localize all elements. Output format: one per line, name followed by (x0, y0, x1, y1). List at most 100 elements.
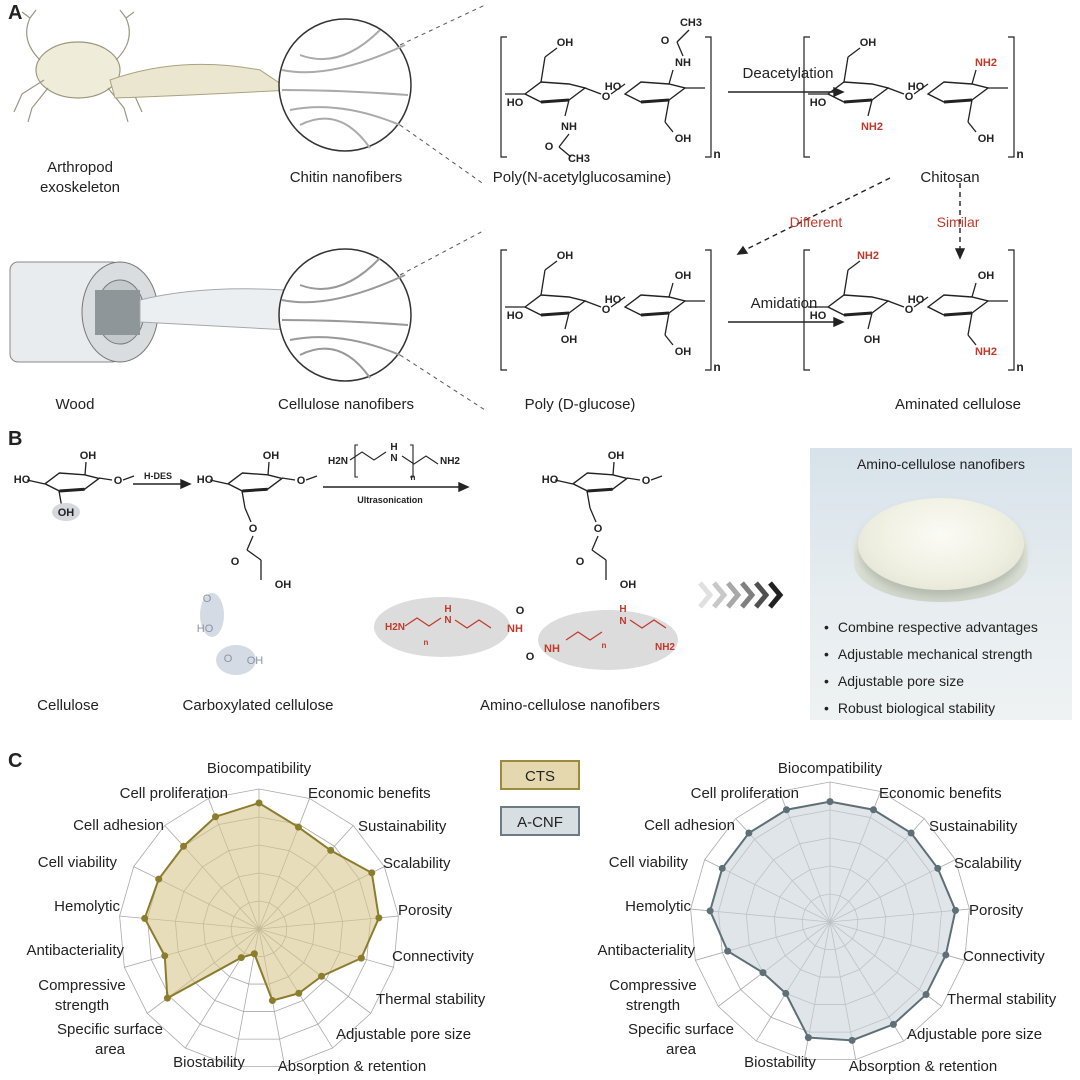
atom-label: HO (14, 474, 31, 486)
radar-axis-label-line: Cell viability (38, 854, 118, 871)
radar-axis-label: Cell viability (38, 854, 118, 871)
bond (887, 300, 905, 308)
radar-axis-label: Biocompatibility (207, 760, 312, 777)
radar-axis-label-line: Antibacteriality (597, 942, 695, 959)
radar-axis-label: Biostability (744, 1054, 816, 1071)
bond (664, 121, 674, 133)
radar-axis-label-line: Thermal stability (376, 991, 486, 1008)
radar-axis-label: Adjustable pore size (907, 1026, 1042, 1043)
radar-axis-label: Compressive strength (609, 977, 697, 1014)
atom-label: CH3 (568, 153, 590, 165)
bond (589, 507, 597, 523)
bond (867, 312, 873, 330)
radar-axis-label: Cell adhesion (73, 817, 164, 834)
process-chevrons (698, 581, 784, 609)
pei-bonds (404, 617, 667, 641)
atom-label: HO (605, 294, 622, 306)
polymer-bracket (803, 36, 1015, 158)
radar-data-point (161, 952, 169, 960)
atom-label: OH (80, 450, 97, 462)
label-similar: Similar (936, 214, 980, 230)
radar-axis-label-line: strength (626, 997, 680, 1014)
radar-axis-label-line: Cell adhesion (73, 817, 164, 834)
advantage-item: Combine respective advantages (824, 614, 1038, 641)
caption-aminated: Aminated cellulose (895, 396, 1021, 413)
radar-data-point (357, 954, 365, 962)
bond (540, 56, 546, 83)
atom-label: NH2 (440, 456, 460, 467)
atom-label: OH (608, 450, 625, 462)
radar-axis-label-line: Compressive (38, 977, 126, 994)
atom-label: HO (908, 294, 925, 306)
pyranose-ring (826, 294, 890, 316)
chitin-nanofiber-magnifier (278, 18, 412, 152)
radar-data-point (718, 864, 726, 872)
atom-label: N (444, 615, 451, 626)
atom-label: O (516, 605, 525, 617)
radar-data-point (237, 954, 245, 962)
atom-label: HO (542, 474, 559, 486)
atom-label: HO (197, 474, 214, 486)
radar-data-point (318, 972, 326, 980)
radar-axis-label-line: Adjustable pore size (336, 1026, 471, 1043)
radar-axis-label-line: Specific surface (57, 1021, 163, 1038)
atom-label: O (224, 653, 233, 665)
ring-front-bond (540, 311, 570, 317)
atom-label: O (576, 556, 585, 568)
bond (244, 507, 252, 523)
ring-front-bond (640, 311, 670, 317)
radar-grid-ring (119, 788, 399, 1068)
advantage-item: Adjustable mechanical strength (824, 641, 1038, 668)
bond (676, 29, 690, 43)
bond (267, 461, 270, 476)
polymer-bracket (500, 36, 712, 158)
radar-data-point (745, 829, 753, 837)
bond (281, 477, 296, 481)
radar-axis-label: Hemolytic (625, 898, 691, 915)
radar-data-point (327, 846, 335, 854)
highlight-acid (200, 593, 224, 637)
ring-front-bond (587, 487, 613, 493)
bond (122, 475, 135, 481)
atom-label: NH2 (861, 121, 883, 133)
petri-dish-hydrogel (858, 498, 1024, 590)
pei-bonds (349, 444, 439, 478)
atom-label: O (249, 523, 258, 535)
ring-front-bond (943, 311, 973, 317)
radar-data-point (294, 823, 302, 831)
bond (209, 479, 229, 485)
radar-axis-label: Absorption & retention (278, 1058, 426, 1075)
bond (544, 47, 558, 58)
caption-cellulose: Cellulose (37, 697, 99, 714)
panel-label-a: A (8, 2, 23, 24)
reagent-ultrasonication: Ultrasonication (357, 495, 423, 505)
highlight-pei (538, 610, 678, 670)
radar-data-point (180, 842, 188, 850)
atom-label: O (231, 556, 240, 568)
radar-axis-label-line: Compressive (609, 977, 697, 994)
radar-series-cts (143, 801, 380, 1002)
radar-axis-label: Biostability (173, 1054, 245, 1071)
cellulose-fiber-bundle (139, 288, 291, 331)
atom-label: HO (908, 81, 925, 93)
radar-data-point (255, 799, 263, 807)
radar-axis-label-line: Sustainability (929, 818, 1018, 835)
radar-data-point (155, 875, 163, 883)
atom-label: NH (675, 57, 691, 69)
atom-label: NH (561, 121, 577, 133)
polymer-bracket (500, 249, 712, 371)
radar-axis-label-line: Economic benefits (308, 785, 431, 802)
radar-axis-label-line: Biocompatibility (778, 760, 883, 777)
bond (246, 535, 254, 551)
bond (98, 477, 113, 481)
bond (650, 475, 663, 481)
radar-axis-label: Antibacteriality (26, 942, 124, 959)
